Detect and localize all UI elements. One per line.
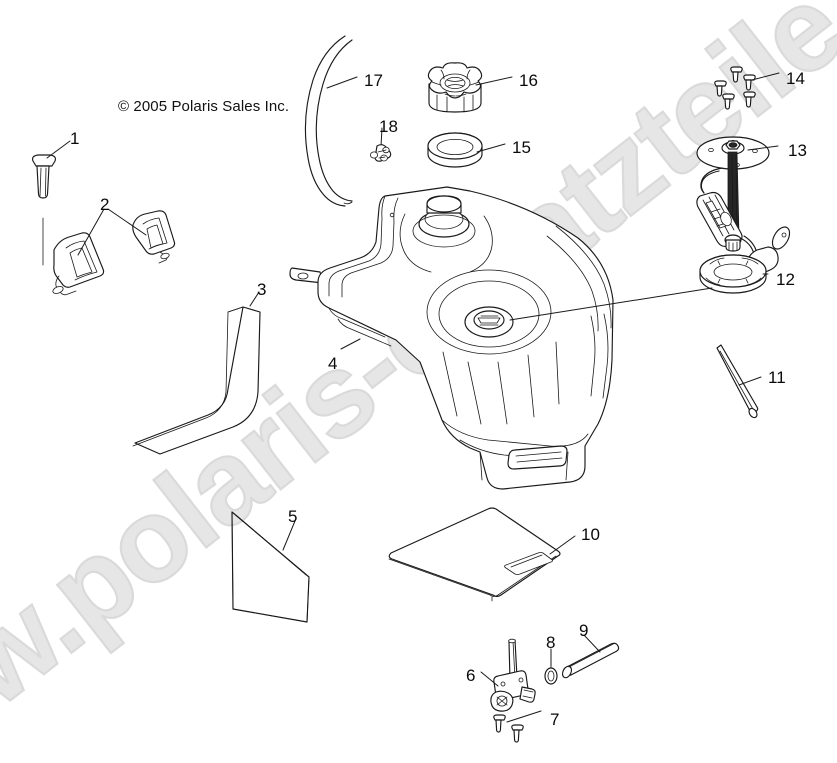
- callout-number-16: 16: [519, 71, 538, 90]
- part-4-fuel-tank: [289, 186, 713, 490]
- callout-number-15: 15: [512, 138, 531, 157]
- callout-number-7: 7: [550, 710, 560, 729]
- part-11-long-rod: [716, 344, 762, 419]
- callout-number-13: 13: [788, 141, 807, 160]
- part-17-vent-hose: [304, 35, 358, 207]
- part-8-hose-clamp: [544, 648, 558, 685]
- part-13-fuel-pump-assembly: [696, 136, 791, 274]
- callout-number-11: 11: [768, 368, 786, 387]
- part-15-filler-gasket: [427, 132, 506, 168]
- callout-number-14: 14: [786, 69, 805, 88]
- part-3-tank-strap: [132, 291, 261, 455]
- part-12-pump-lock-ring: [699, 254, 769, 294]
- callout-number-12: 12: [776, 270, 795, 289]
- callout-number-17: 17: [364, 71, 383, 90]
- copyright-notice: © 2005 Polaris Sales Inc.: [118, 98, 290, 115]
- part-14-pump-retaining-screws: [714, 66, 780, 110]
- callout-number-10: 10: [581, 525, 600, 544]
- part-16-fuel-cap: [427, 62, 513, 113]
- callout-number-9: 9: [579, 621, 589, 640]
- callout-number-18: 18: [379, 117, 398, 136]
- part-5-tank-pad: [231, 511, 310, 623]
- part-7-valve-screws: [493, 710, 542, 743]
- part-18-vent-hose-clip: [369, 127, 392, 162]
- callout-number-1: 1: [70, 129, 80, 148]
- callout-number-4: 4: [328, 354, 338, 373]
- callout-number-3: 3: [257, 280, 267, 299]
- callout-number-8: 8: [546, 633, 556, 652]
- part-2-tank-mount-brackets: [52, 208, 176, 296]
- part-6-fuel-valve: [480, 638, 536, 712]
- callout-number-2: 2: [100, 195, 110, 214]
- callout-number-6: 6: [466, 666, 476, 685]
- part-1-flange-bolt: [31, 140, 71, 199]
- part-9-fuel-hose: [561, 634, 620, 679]
- part-10-tank-base-plate: [388, 507, 576, 602]
- callout-number-5: 5: [288, 507, 298, 526]
